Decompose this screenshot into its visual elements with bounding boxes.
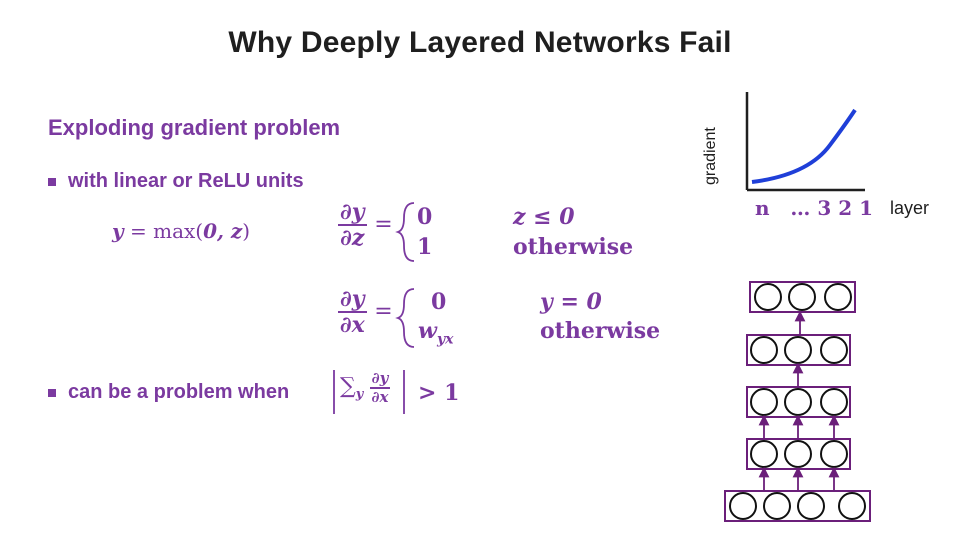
neuron xyxy=(820,440,848,468)
bullet-text: can be a problem when xyxy=(68,381,290,403)
neuron xyxy=(820,336,848,364)
neuron xyxy=(784,336,812,364)
neuron xyxy=(820,388,848,416)
bullet-linear-relu: with linear or ReLU units xyxy=(48,170,304,193)
neuron xyxy=(750,388,778,416)
dydz-case-1-condition: z ≤ 0 xyxy=(513,204,575,230)
neuron xyxy=(784,388,812,416)
dydx-derivative: ∂y∂x = xyxy=(338,286,393,339)
explosion-condition: ∑y ∂y∂x xyxy=(340,369,391,406)
dydz-case-1-value: 0 xyxy=(417,204,433,230)
bullet-square-icon xyxy=(48,388,56,397)
gradient-curve xyxy=(751,108,857,184)
plot-x-axis-label: layer xyxy=(890,198,930,218)
neuron xyxy=(750,440,778,468)
dydz-case-2-condition: otherwise xyxy=(513,234,634,260)
dydx-case-1-value: 0 xyxy=(431,289,447,315)
dydz-derivative: ∂y∂z = xyxy=(338,199,393,252)
neuron xyxy=(824,283,852,311)
section-heading: Exploding gradient problem xyxy=(48,115,341,140)
dydx-case-1-condition: y = 0 xyxy=(540,289,602,315)
bullet-square-icon xyxy=(48,177,56,186)
neuron xyxy=(784,440,812,468)
condition-rhs: > 1 xyxy=(418,380,460,406)
dydx-case-2-value: wyx xyxy=(418,318,454,348)
dydz-case-2-value: 1 xyxy=(417,234,433,260)
neuron xyxy=(788,283,816,311)
plot-x-ticks: n … 3 2 1 xyxy=(755,196,874,220)
dydx-case-2-condition: otherwise xyxy=(540,318,661,344)
slide-title: Why Deeply Layered Networks Fail xyxy=(228,26,732,59)
relu-equation: y = max(0, z) xyxy=(112,219,251,243)
bullet-problem-condition: can be a problem when xyxy=(48,381,289,404)
dydz-cases-brace xyxy=(395,202,415,262)
bullet-text: with linear or ReLU units xyxy=(68,170,304,192)
neuron xyxy=(754,283,782,311)
neuron xyxy=(763,492,791,520)
network-arrows xyxy=(758,310,840,492)
neuron xyxy=(797,492,825,520)
network-nodes xyxy=(729,283,866,520)
neuron xyxy=(838,492,866,520)
dydx-cases-brace xyxy=(395,288,415,348)
neuron xyxy=(750,336,778,364)
neuron xyxy=(729,492,757,520)
